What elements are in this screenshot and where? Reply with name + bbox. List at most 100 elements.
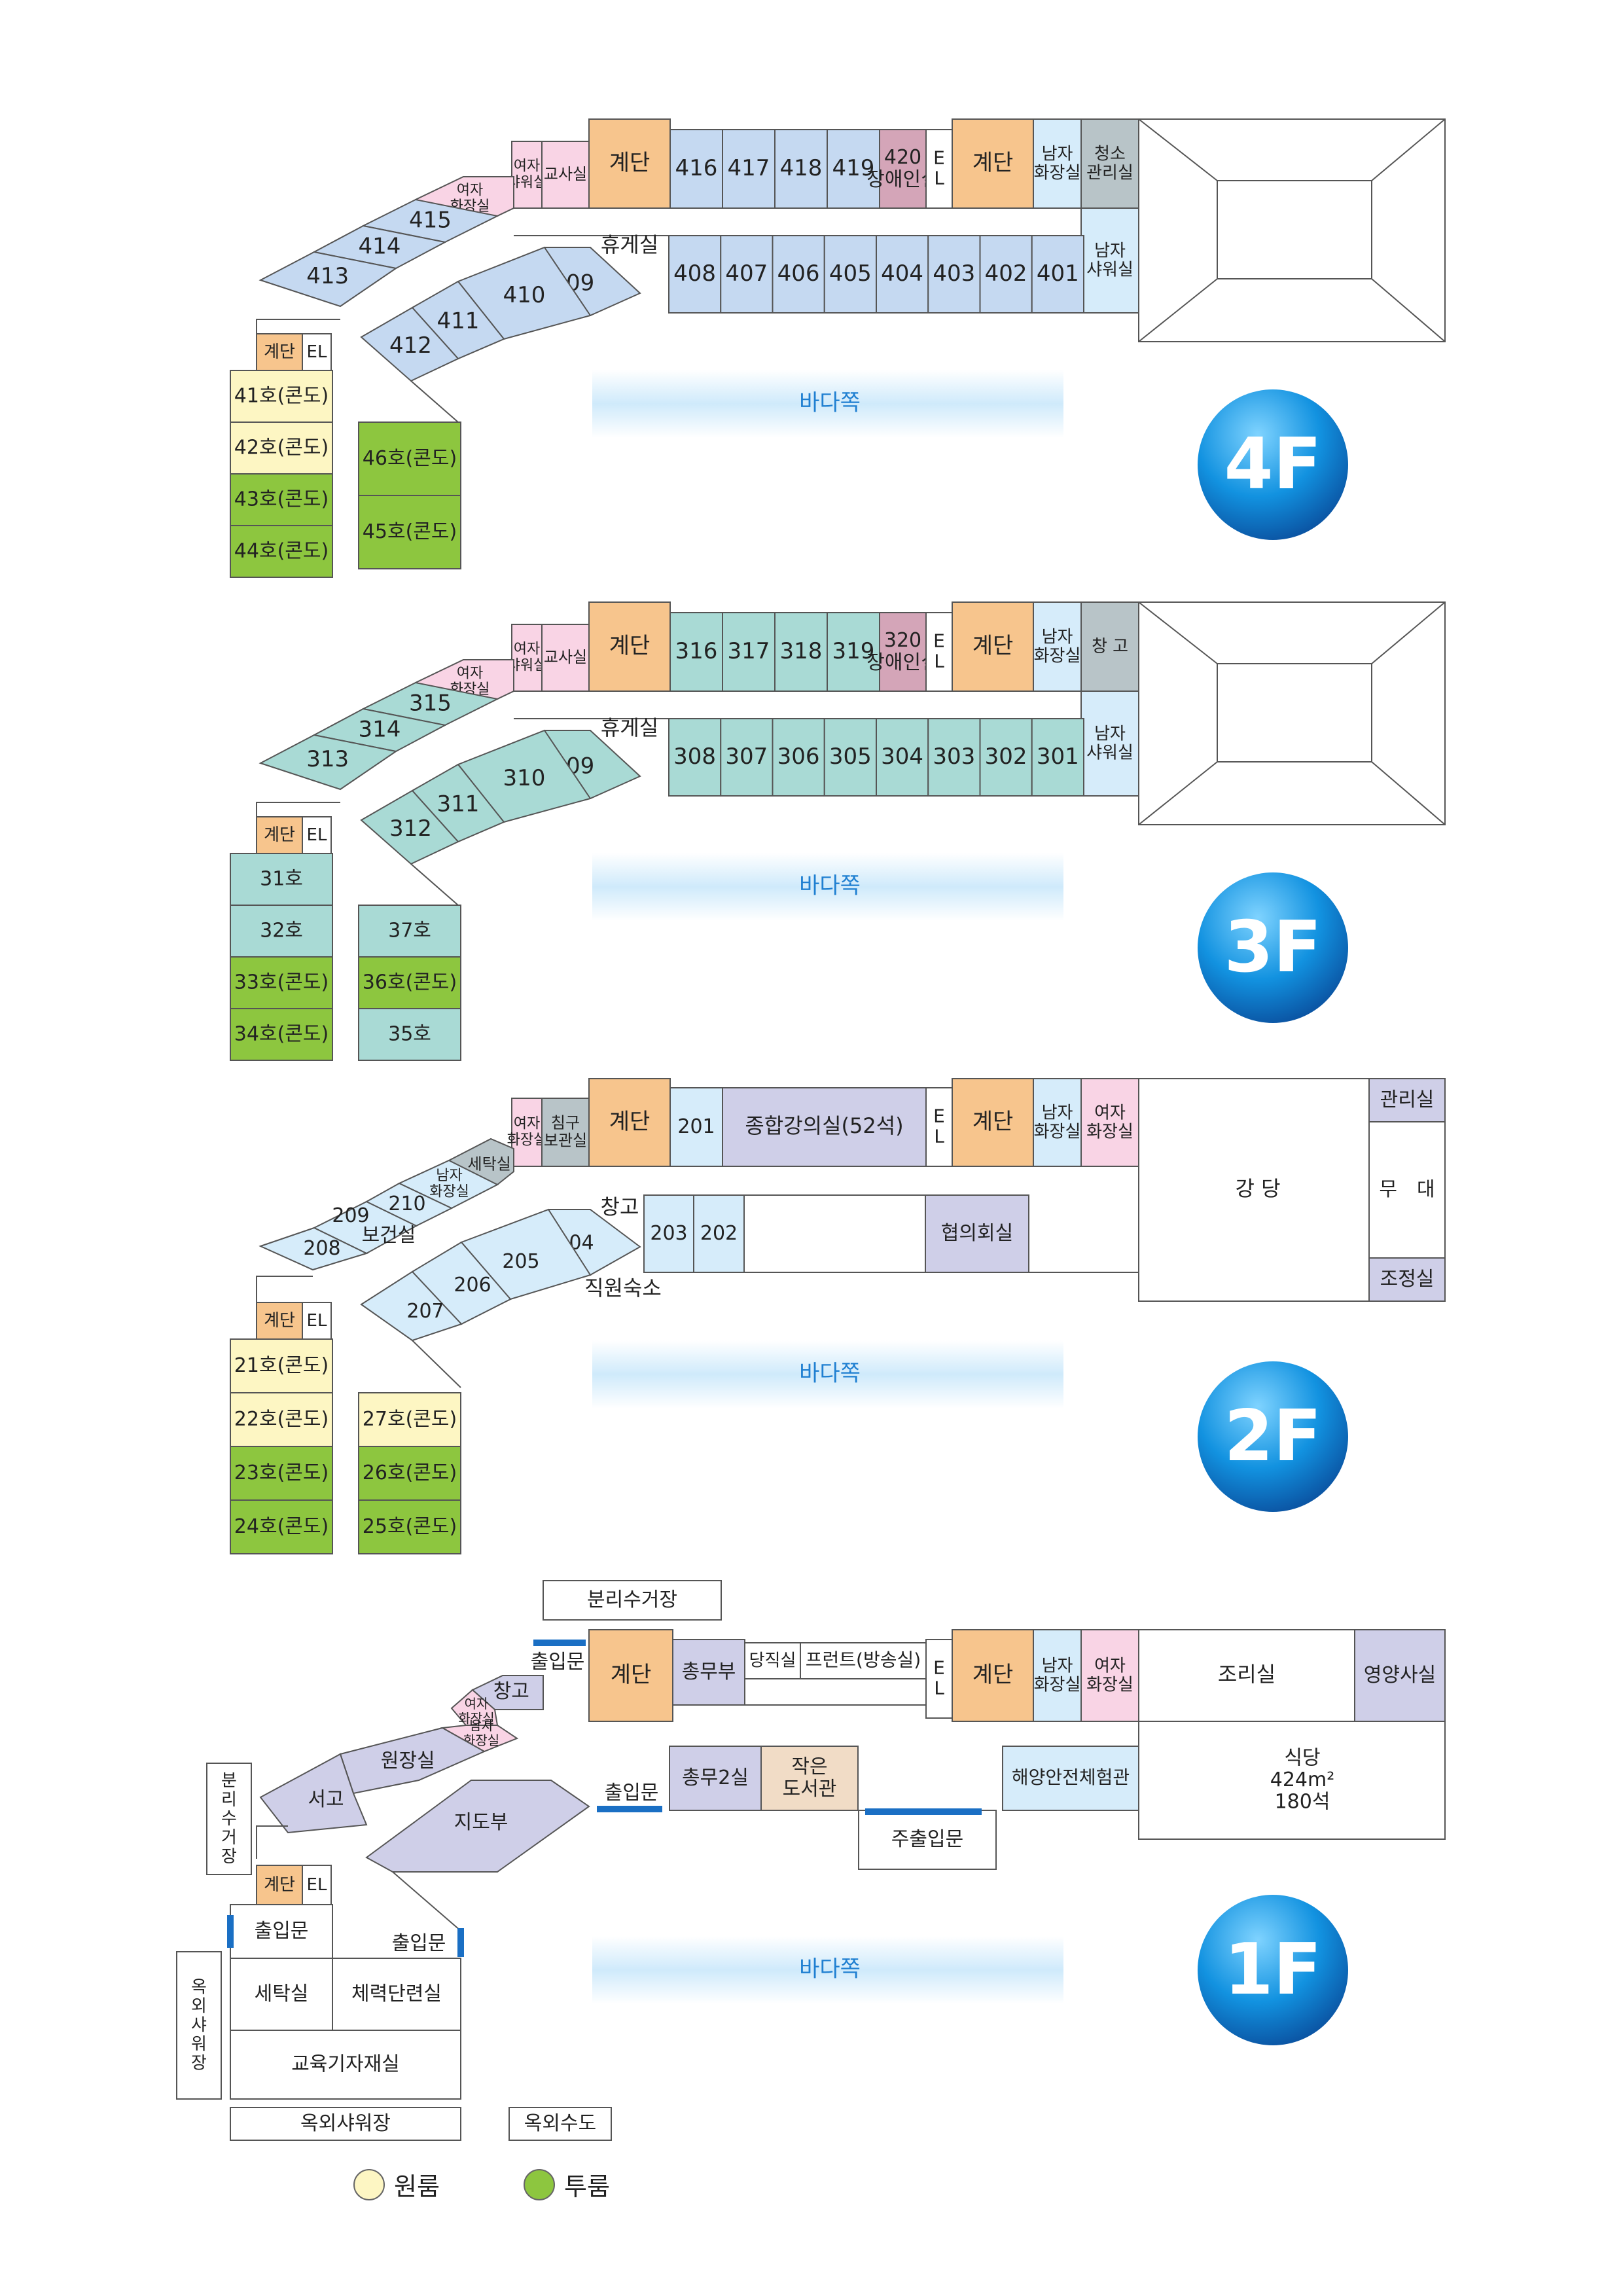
floor-badge: 3F	[1198, 872, 1348, 1023]
room-shape	[879, 129, 927, 209]
room: 21호(콘도)	[230, 1338, 333, 1393]
room-label: 318	[780, 638, 823, 664]
room: EL	[302, 1865, 332, 1905]
room-label: 당직실	[749, 1651, 796, 1670]
room-shape	[669, 1746, 762, 1811]
room-label: 312	[389, 815, 432, 841]
floor-badge-circle	[1198, 1361, 1348, 1512]
room-label: 창 고	[1092, 637, 1128, 656]
room-label: 계단	[609, 1109, 651, 1135]
room: EL	[302, 333, 332, 371]
wing-connector	[256, 1825, 288, 1859]
room: 지도부	[365, 1780, 590, 1873]
room-shape	[722, 612, 776, 692]
room-label: 203	[650, 1222, 687, 1245]
legend-two-room: 투룸	[524, 2166, 610, 2202]
room: 406	[772, 235, 825, 314]
room-label: 체력단련실	[351, 1982, 442, 2005]
room: 45호(콘도)	[358, 495, 461, 569]
floor-label: 4F	[1224, 423, 1322, 505]
room-label: 303	[933, 744, 975, 770]
floor-badge: 2F	[1198, 1361, 1348, 1512]
room-label: 313	[306, 745, 349, 772]
room: 412	[360, 306, 459, 382]
room-shape	[722, 1087, 927, 1167]
room: 413	[259, 251, 398, 308]
room-shape	[1031, 235, 1084, 314]
room-label: 306	[777, 744, 820, 770]
room-shape	[952, 601, 1034, 692]
room-label: 관리실	[1380, 1088, 1435, 1111]
room-label: 옥외수도	[524, 2112, 596, 2135]
room-shape	[230, 1338, 333, 1393]
area-label: 휴게실	[601, 715, 658, 740]
sea-band	[592, 1340, 1063, 1408]
room: 계단	[952, 1078, 1034, 1167]
room: 410	[457, 246, 592, 340]
floor-badge: 1F	[1198, 1895, 1348, 2045]
room: 43호(콘도)	[230, 473, 333, 526]
room: 창 고	[1080, 601, 1139, 692]
room: 37호	[358, 905, 461, 958]
area-label: 보건실	[362, 1224, 416, 1247]
roof-outline	[1138, 601, 1446, 825]
one-room-swatch	[353, 2168, 385, 2200]
room-label: 계단	[972, 1109, 1014, 1135]
room: 44호(콘도)	[230, 525, 333, 578]
room-label: 419	[832, 155, 875, 181]
sea-side-indicator: 바다쪽	[592, 1340, 1063, 1408]
room-label: 316	[675, 638, 718, 664]
room-shape	[259, 251, 398, 308]
room-shape	[360, 789, 459, 865]
room-shape	[1033, 1078, 1082, 1167]
room-shape	[230, 905, 333, 958]
room: 계단	[588, 1629, 673, 1722]
room-label: 25호(콘도)	[363, 1515, 457, 1538]
room-shape	[230, 473, 333, 526]
room-label: 총무부	[682, 1660, 736, 1683]
room-shape	[1368, 1121, 1446, 1259]
room-label: 319	[832, 638, 875, 664]
room-shape	[1002, 1746, 1139, 1811]
room: 계단	[256, 1302, 303, 1340]
room-label: 314	[359, 716, 401, 742]
room-label: 지도부	[454, 1811, 508, 1834]
room: EL	[302, 816, 332, 854]
room: 계단	[588, 118, 671, 209]
room-shape	[693, 1194, 745, 1273]
legend-one-room: 원룸	[353, 2166, 440, 2202]
room-label: 208	[303, 1237, 340, 1260]
room-label: 402	[985, 260, 1027, 287]
room: 계단	[588, 1078, 671, 1167]
room-label: 37호	[388, 919, 431, 942]
room-label: 강 당	[1235, 1176, 1280, 1201]
room-label: 310	[503, 765, 546, 791]
area-label: 직원숙소	[584, 1276, 662, 1300]
room: 원장실	[339, 1727, 486, 1795]
room-shape	[358, 422, 461, 496]
wing-connector	[412, 1340, 461, 1388]
room-label: 계단	[972, 633, 1014, 659]
room-label: 교사실	[544, 648, 587, 666]
room-label: 34호(콘도)	[234, 1022, 329, 1045]
room-shape	[360, 1270, 463, 1342]
room: 출입문	[230, 1904, 333, 1959]
room-label: 46호(콘도)	[363, 447, 457, 470]
room: 203	[643, 1194, 694, 1273]
room: 총무2실	[669, 1746, 762, 1811]
room-shape	[358, 495, 461, 569]
room-label: 영양사실	[1364, 1664, 1436, 1687]
room-label: 세탁실	[255, 1982, 309, 2005]
room-shape	[541, 624, 590, 692]
